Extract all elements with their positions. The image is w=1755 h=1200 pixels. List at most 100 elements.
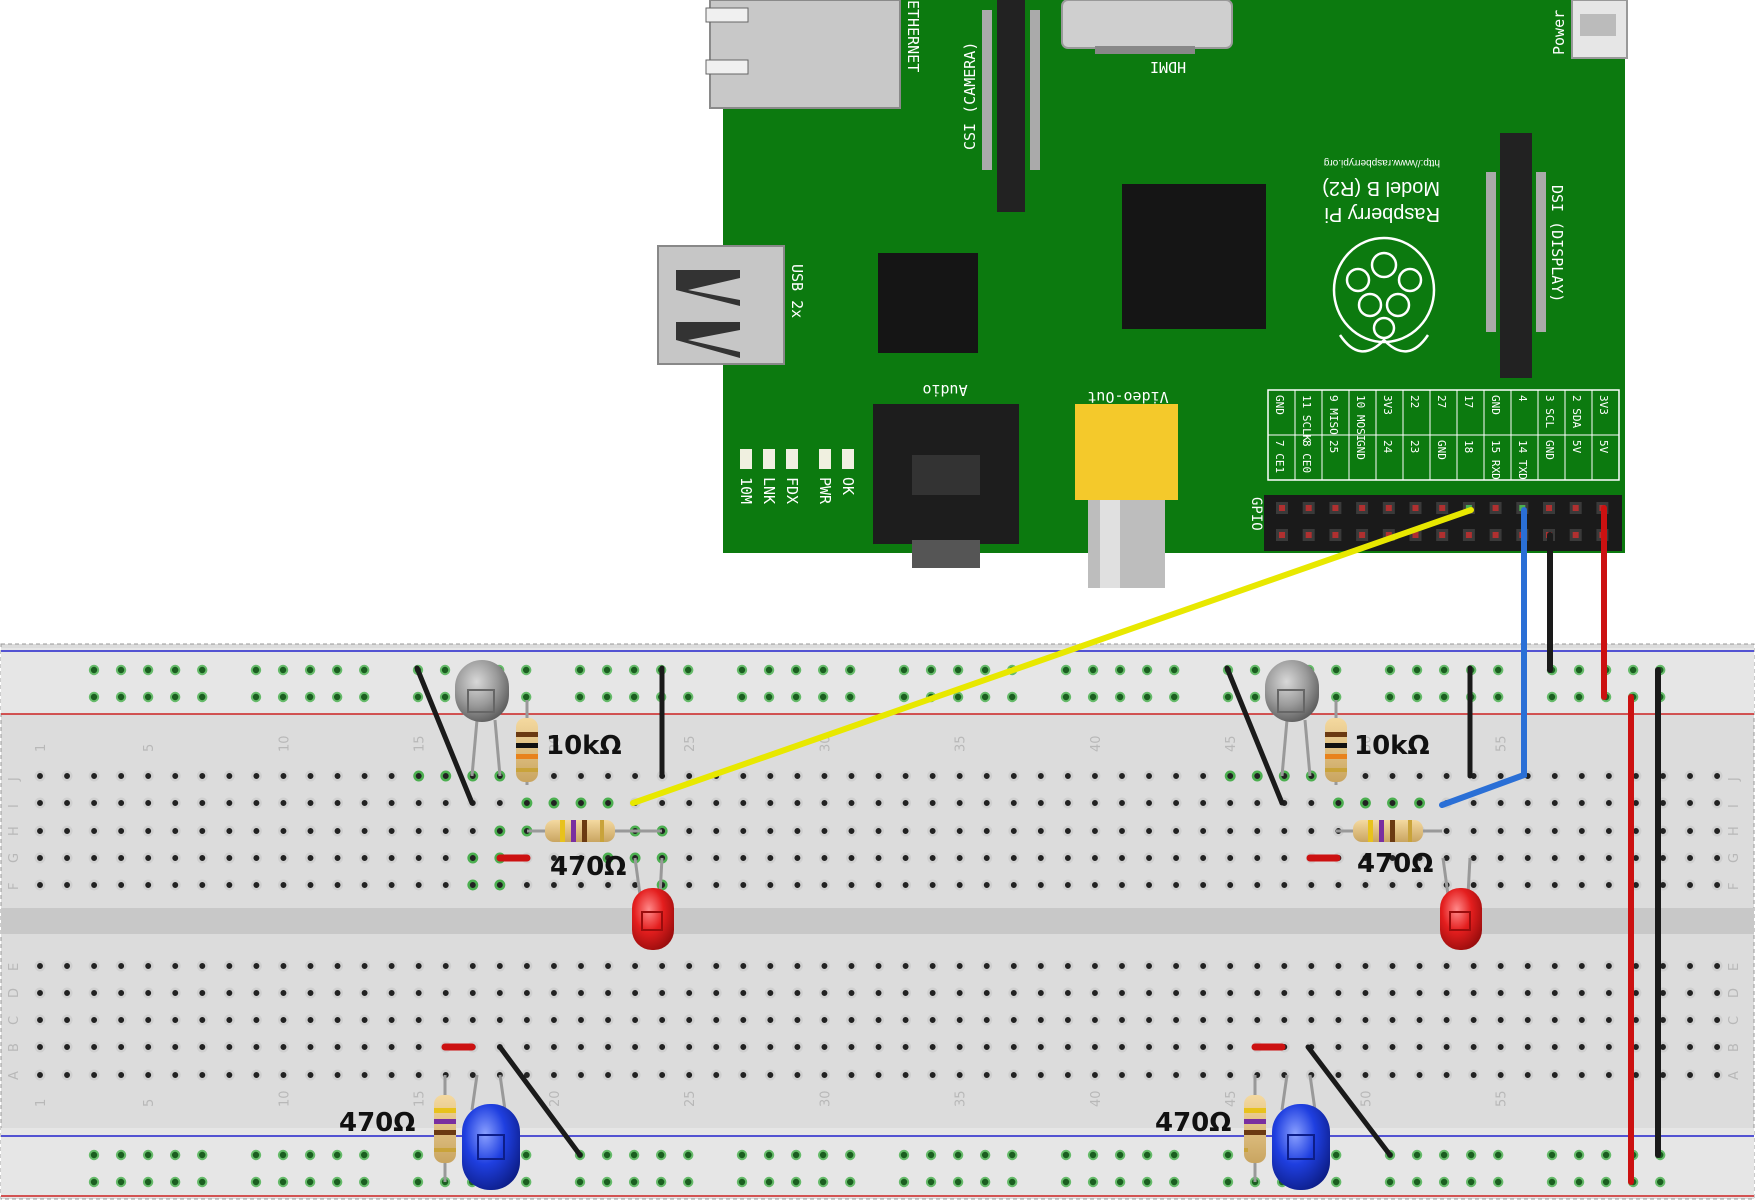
model-text: Model B (R2) — [1322, 177, 1440, 199]
rail-hole — [790, 664, 802, 676]
breadboard-hole — [1414, 987, 1426, 999]
breadboard-hole — [1224, 1069, 1236, 1081]
breadboard-hole — [575, 770, 587, 782]
breadboard-labels: 1155101015152020252530303535404045455050… — [7, 735, 1742, 1107]
rail-hole — [412, 1176, 424, 1188]
breadboard-hole — [683, 797, 695, 809]
breadboard-hole — [846, 852, 857, 864]
rail-hole — [331, 664, 343, 676]
breadboard-hole — [305, 960, 316, 972]
breadboard-hole — [1008, 1014, 1020, 1026]
breadboard-hole — [548, 797, 560, 809]
breadboard-hole — [873, 1069, 884, 1081]
breadboard-hole — [1251, 825, 1263, 837]
rail-hole — [1060, 664, 1072, 676]
breadboard-hole — [34, 1041, 46, 1053]
rail-hole — [628, 1176, 640, 1188]
rail-hole — [1007, 1176, 1018, 1188]
breadboard-holes — [34, 664, 1723, 1188]
rail-hole — [1169, 691, 1180, 703]
breadboard-hole — [1684, 1041, 1696, 1053]
rail-hole — [250, 1176, 262, 1188]
breadboard-hole — [873, 770, 884, 782]
breadboard-hole — [1495, 1069, 1507, 1081]
rail-hole — [331, 691, 343, 703]
column-number: 1 — [34, 1099, 49, 1107]
rail-hole — [1114, 1149, 1126, 1161]
breadboard-hole — [332, 1069, 343, 1081]
breadboard-hole — [1251, 852, 1263, 864]
breadboard-hole — [34, 797, 46, 809]
rail-hole — [601, 664, 613, 676]
breadboard-hole — [1143, 770, 1155, 782]
rail-hole — [250, 1149, 262, 1161]
rail-hole — [169, 1149, 181, 1161]
breadboard-hole — [1062, 960, 1074, 972]
rail-hole — [521, 1149, 532, 1161]
breadboard-hole — [359, 960, 371, 972]
breadboard-hole — [61, 879, 73, 891]
breadboard-hole — [440, 770, 452, 782]
breadboard-hole — [1143, 960, 1155, 972]
rail-hole — [845, 664, 856, 676]
breadboard-hole — [1414, 1069, 1426, 1081]
breadboard-hole — [683, 852, 695, 864]
breadboard-hole — [1062, 825, 1074, 837]
breadboard-hole — [1197, 770, 1209, 782]
power-label: Power — [1550, 10, 1568, 55]
gpio-pin-label: 24 — [1381, 440, 1394, 454]
breadboard-hole — [1711, 987, 1723, 999]
breadboard-hole — [142, 879, 154, 891]
breadboard-hole — [1603, 1014, 1615, 1026]
rail-hole — [1007, 1149, 1018, 1161]
breadboard-hole — [1224, 797, 1236, 809]
breadboard-hole — [1197, 852, 1209, 864]
rail-hole — [1627, 664, 1639, 676]
breadboard-hole — [1170, 797, 1182, 809]
breadboard-hole — [1062, 987, 1074, 999]
column-number: 5 — [142, 1099, 157, 1107]
breadboard-hole — [1711, 1014, 1723, 1026]
breadboard-hole — [981, 1041, 993, 1053]
breadboard-hole — [1549, 1014, 1561, 1026]
rail-hole — [277, 1176, 289, 1188]
breadboard-hole — [1495, 960, 1507, 972]
column-number: 25 — [683, 735, 698, 752]
breadboard-hole — [873, 852, 884, 864]
breadboard-hole — [386, 987, 398, 999]
gpio-pin-label: 10 MOSI — [1354, 395, 1367, 441]
breadboard-hole — [1008, 879, 1020, 891]
breadboard-hole — [575, 1014, 587, 1026]
breadboard-hole — [305, 770, 316, 782]
breadboard-hole — [467, 960, 479, 972]
breadboard-hole — [602, 960, 614, 972]
breadboard-hole — [61, 1069, 73, 1081]
lan-chip — [878, 253, 978, 353]
breadboard-hole — [1089, 987, 1101, 999]
rail-hole — [1060, 1149, 1072, 1161]
breadboard-hole — [305, 1014, 316, 1026]
breadboard-hole — [169, 852, 181, 864]
breadboard-hole — [1062, 852, 1074, 864]
breadboard-hole — [1143, 797, 1155, 809]
led-label-lnk: LNK — [760, 477, 778, 504]
row-letter: D — [1727, 988, 1742, 998]
breadboard-hole — [819, 960, 830, 972]
breadboard-hole — [88, 960, 100, 972]
breadboard-hole — [846, 879, 857, 891]
rail-hole — [1249, 691, 1261, 703]
breadboard-hole — [142, 1041, 154, 1053]
gpio-label: GPIO — [1248, 497, 1264, 531]
column-number: 10 — [277, 1090, 292, 1107]
breadboard-hole — [819, 825, 830, 837]
breadboard-hole — [548, 1014, 560, 1026]
breadboard-hole — [819, 1041, 830, 1053]
rail-hole — [1114, 1176, 1126, 1188]
breadboard-hole — [1360, 852, 1371, 864]
breadboard-hole — [1035, 1041, 1047, 1053]
breadboard-hole — [521, 1041, 533, 1053]
breadboard-hole — [1143, 987, 1155, 999]
breadboard-hole — [169, 879, 181, 891]
rail-hole — [736, 691, 748, 703]
